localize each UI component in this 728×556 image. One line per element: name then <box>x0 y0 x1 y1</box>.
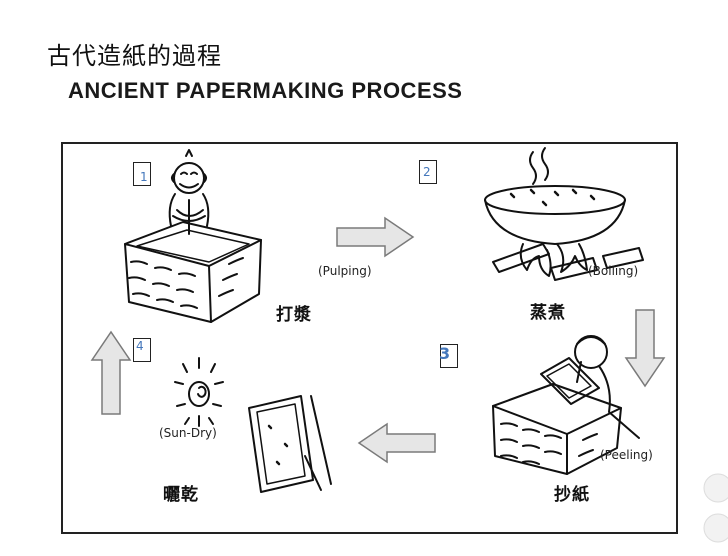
step-4-english-label: (Sun-Dry) <box>159 426 217 440</box>
step-3-chinese-label: 抄紙 <box>554 485 590 505</box>
step-2-number-box <box>419 160 437 184</box>
right-arrow-icon <box>336 216 415 258</box>
slide-title-english: ANCIENT PAPERMAKING PROCESS <box>68 78 463 103</box>
pulping-illustration <box>124 147 644 493</box>
up-arrow-icon <box>90 330 132 415</box>
step-4-number-box <box>133 338 151 362</box>
down-arrow-icon <box>624 309 666 388</box>
step-1-number-box <box>133 162 151 186</box>
left-arrow-icon <box>357 422 436 464</box>
step-1-number: 1 <box>140 170 148 184</box>
step-4-number: 4 <box>136 339 144 353</box>
step-3-number: 3 <box>439 344 451 363</box>
step-3-number-box <box>440 344 458 368</box>
process-diagram-frame: 1 2 3 4 (Pulping) 打漿 (Boiling) 蒸煮 (Peeli… <box>61 142 678 534</box>
step-1-english-label: (Pulping) <box>318 264 372 278</box>
step-2-number: 2 <box>423 165 431 179</box>
step-1-chinese-label: 打漿 <box>276 305 312 325</box>
slide-title-chinese: 古代造紙的過程 <box>47 42 222 70</box>
step-3-english-label: (Peeling) <box>600 448 653 462</box>
step-2-english-label: (Boiling) <box>588 264 639 278</box>
decorative-circles <box>703 473 728 543</box>
step-2-chinese-label: 蒸煮 <box>530 303 566 323</box>
step-4-chinese-label: 曬乾 <box>163 485 199 505</box>
